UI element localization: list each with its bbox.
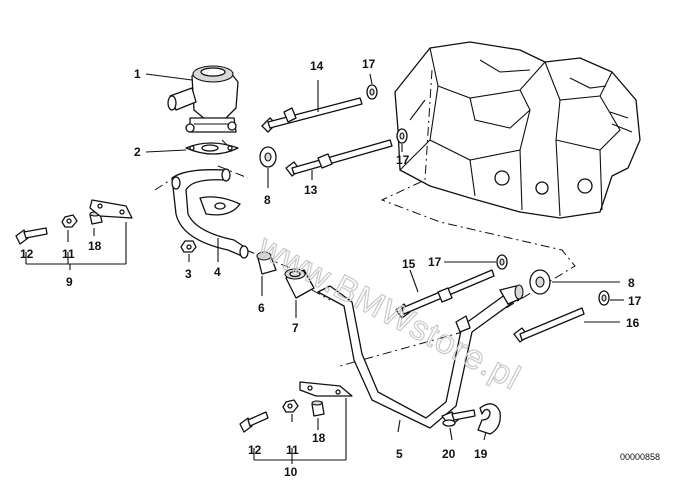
part-7-grommet[interactable] — [284, 268, 315, 299]
part-11-nut-bottom[interactable] — [282, 399, 299, 413]
callout-4: 4 — [214, 265, 221, 279]
callout-20: 20 — [442, 447, 456, 461]
part-12-bolt-bottom[interactable] — [239, 411, 269, 433]
callout-10: 10 — [284, 465, 298, 479]
callout-17-a: 17 — [362, 57, 376, 71]
callout-17-b: 17 — [396, 153, 410, 167]
callout-9: 9 — [66, 275, 73, 289]
callout-15: 15 — [402, 257, 416, 271]
callout-2: 2 — [134, 145, 141, 159]
part-17-washer-b[interactable] — [396, 128, 408, 144]
part-20-bolt[interactable] — [441, 409, 476, 427]
callout-1: 1 — [134, 67, 141, 81]
leader-lines — [25, 73, 624, 464]
part-13-bolt[interactable] — [285, 139, 393, 177]
part-6-sleeve[interactable] — [256, 251, 277, 275]
part-16-bolt[interactable] — [513, 307, 585, 343]
part-5-pipe[interactable] — [317, 284, 524, 429]
part-3-nut[interactable] — [180, 240, 197, 253]
part-19-clamp[interactable] — [477, 403, 501, 435]
callout-12-bottom: 12 — [248, 443, 262, 457]
callout-8-top: 8 — [264, 193, 271, 207]
callout-14: 14 — [310, 59, 324, 73]
callout-5: 5 — [396, 447, 403, 461]
callout-12-left: 12 — [20, 247, 34, 261]
callout-18-left: 18 — [88, 239, 102, 253]
part-8-washer-top[interactable] — [259, 146, 277, 168]
callout-3: 3 — [185, 267, 192, 281]
part-15-bolt[interactable] — [395, 269, 495, 319]
callout-11-left: 11 — [62, 247, 75, 261]
callout-7: 7 — [292, 321, 299, 335]
bracket-left[interactable] — [89, 199, 133, 219]
part-4-pipe[interactable] — [171, 168, 249, 259]
part-11-nut-left[interactable] — [61, 214, 78, 228]
bracket-bottom[interactable] — [299, 381, 353, 397]
diagram-number: 00000858 — [620, 452, 660, 462]
callout-17-c: 17 — [428, 255, 442, 269]
callout-11-bottom: 11 — [286, 443, 299, 457]
part-2-gasket[interactable] — [185, 142, 239, 155]
callout-13: 13 — [304, 183, 318, 197]
engine-block — [394, 41, 641, 219]
part-18-bushing-bottom[interactable] — [311, 400, 325, 417]
part-17-washer-a[interactable] — [366, 84, 378, 100]
part-17-washer-c[interactable] — [496, 254, 508, 270]
part-12-bolt-left[interactable] — [15, 227, 48, 245]
callout-8-right: 8 — [628, 276, 635, 290]
part-14-bolt[interactable] — [261, 97, 363, 133]
part-17-washer-d[interactable] — [598, 290, 610, 306]
callout-16: 16 — [626, 316, 640, 330]
callout-labels: 1 2 3 4 5 6 7 8 8 9 10 11 11 12 12 13 14… — [20, 57, 642, 479]
callout-6: 6 — [258, 301, 265, 315]
part-1-valve[interactable] — [167, 65, 239, 133]
callout-19: 19 — [474, 447, 488, 461]
callout-17-d: 17 — [628, 294, 642, 308]
callout-18-bottom: 18 — [312, 431, 326, 445]
part-8-washer-right[interactable] — [529, 269, 551, 295]
